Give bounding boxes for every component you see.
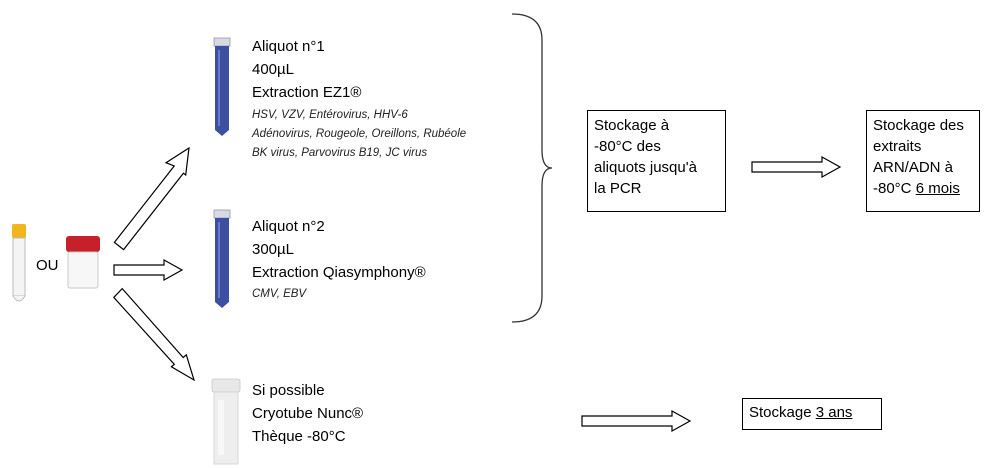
storage-pcr-line: -80°C des: [594, 138, 661, 155]
storage-extracts-duration-line: -80°C 6 mois: [873, 178, 973, 199]
cryotube-line2: Cryotube Nunc®: [252, 405, 364, 422]
storage-3ans-box: Stockage 3 ans: [742, 398, 882, 430]
specimen-cup-icon: [66, 236, 100, 289]
aliquot1-title: Aliquot n°1: [252, 38, 325, 55]
aliquot1-extraction: Extraction EZ1®: [252, 84, 362, 101]
storage-3ans-prefix: Stockage: [749, 404, 816, 421]
curly-brace: [511, 13, 553, 323]
storage-pcr-line: la PCR: [594, 180, 642, 197]
storage-extracts-duration: 6 mois: [915, 180, 960, 197]
arrow-cryotube-to-storage: [581, 409, 692, 433]
storage-pcr-line: aliquots jusqu'à: [594, 159, 697, 176]
cryotube-icon: [211, 378, 241, 465]
arrow-storage-to-extracts: [751, 155, 842, 179]
aliquot2-volume: 300µL: [252, 241, 295, 258]
arrow-to-cryotube: [112, 287, 196, 382]
storage-extracts-temp: -80°C: [873, 180, 916, 197]
storage-pcr-line: Stockage à: [594, 117, 670, 134]
aliquot2-extraction: Extraction Qiasymphony®: [252, 264, 426, 281]
storage-pcr-box: Stockage à -80°C des aliquots jusqu'à la…: [587, 110, 726, 212]
or-label: OU: [36, 257, 59, 274]
aliquot1-virus-line: BK virus, Parvovirus B19, JC virus: [252, 147, 428, 159]
blood-tube-icon: [12, 224, 26, 302]
aliquot2-tube-icon: [213, 209, 231, 308]
arrow-to-aliquot2: [113, 258, 184, 282]
storage-3ans-duration: 3 ans: [815, 404, 853, 421]
cryotube-line1: Si possible: [252, 382, 325, 399]
storage-extracts-line: ARN/ADN à: [873, 159, 954, 176]
aliquot2-title: Aliquot n°2: [252, 218, 325, 235]
aliquot2-virus-line: CMV, EBV: [252, 288, 307, 300]
cryotube-line3: Thèque -80°C: [252, 428, 346, 445]
aliquot1-virus-line: Adénovirus, Rougeole, Oreillons, Rubéole: [252, 128, 467, 140]
aliquot1-tube-icon: [213, 37, 231, 136]
arrow-to-aliquot1: [113, 146, 190, 251]
aliquot1-volume: 400µL: [252, 61, 295, 78]
aliquot1-virus-line: HSV, VZV, Entérovirus, HHV-6: [252, 109, 408, 121]
storage-extracts-box: Stockage des extraits ARN/ADN à -80°C 6 …: [866, 110, 980, 212]
storage-extracts-line: extraits: [873, 138, 922, 155]
storage-extracts-line: Stockage des: [873, 117, 964, 134]
